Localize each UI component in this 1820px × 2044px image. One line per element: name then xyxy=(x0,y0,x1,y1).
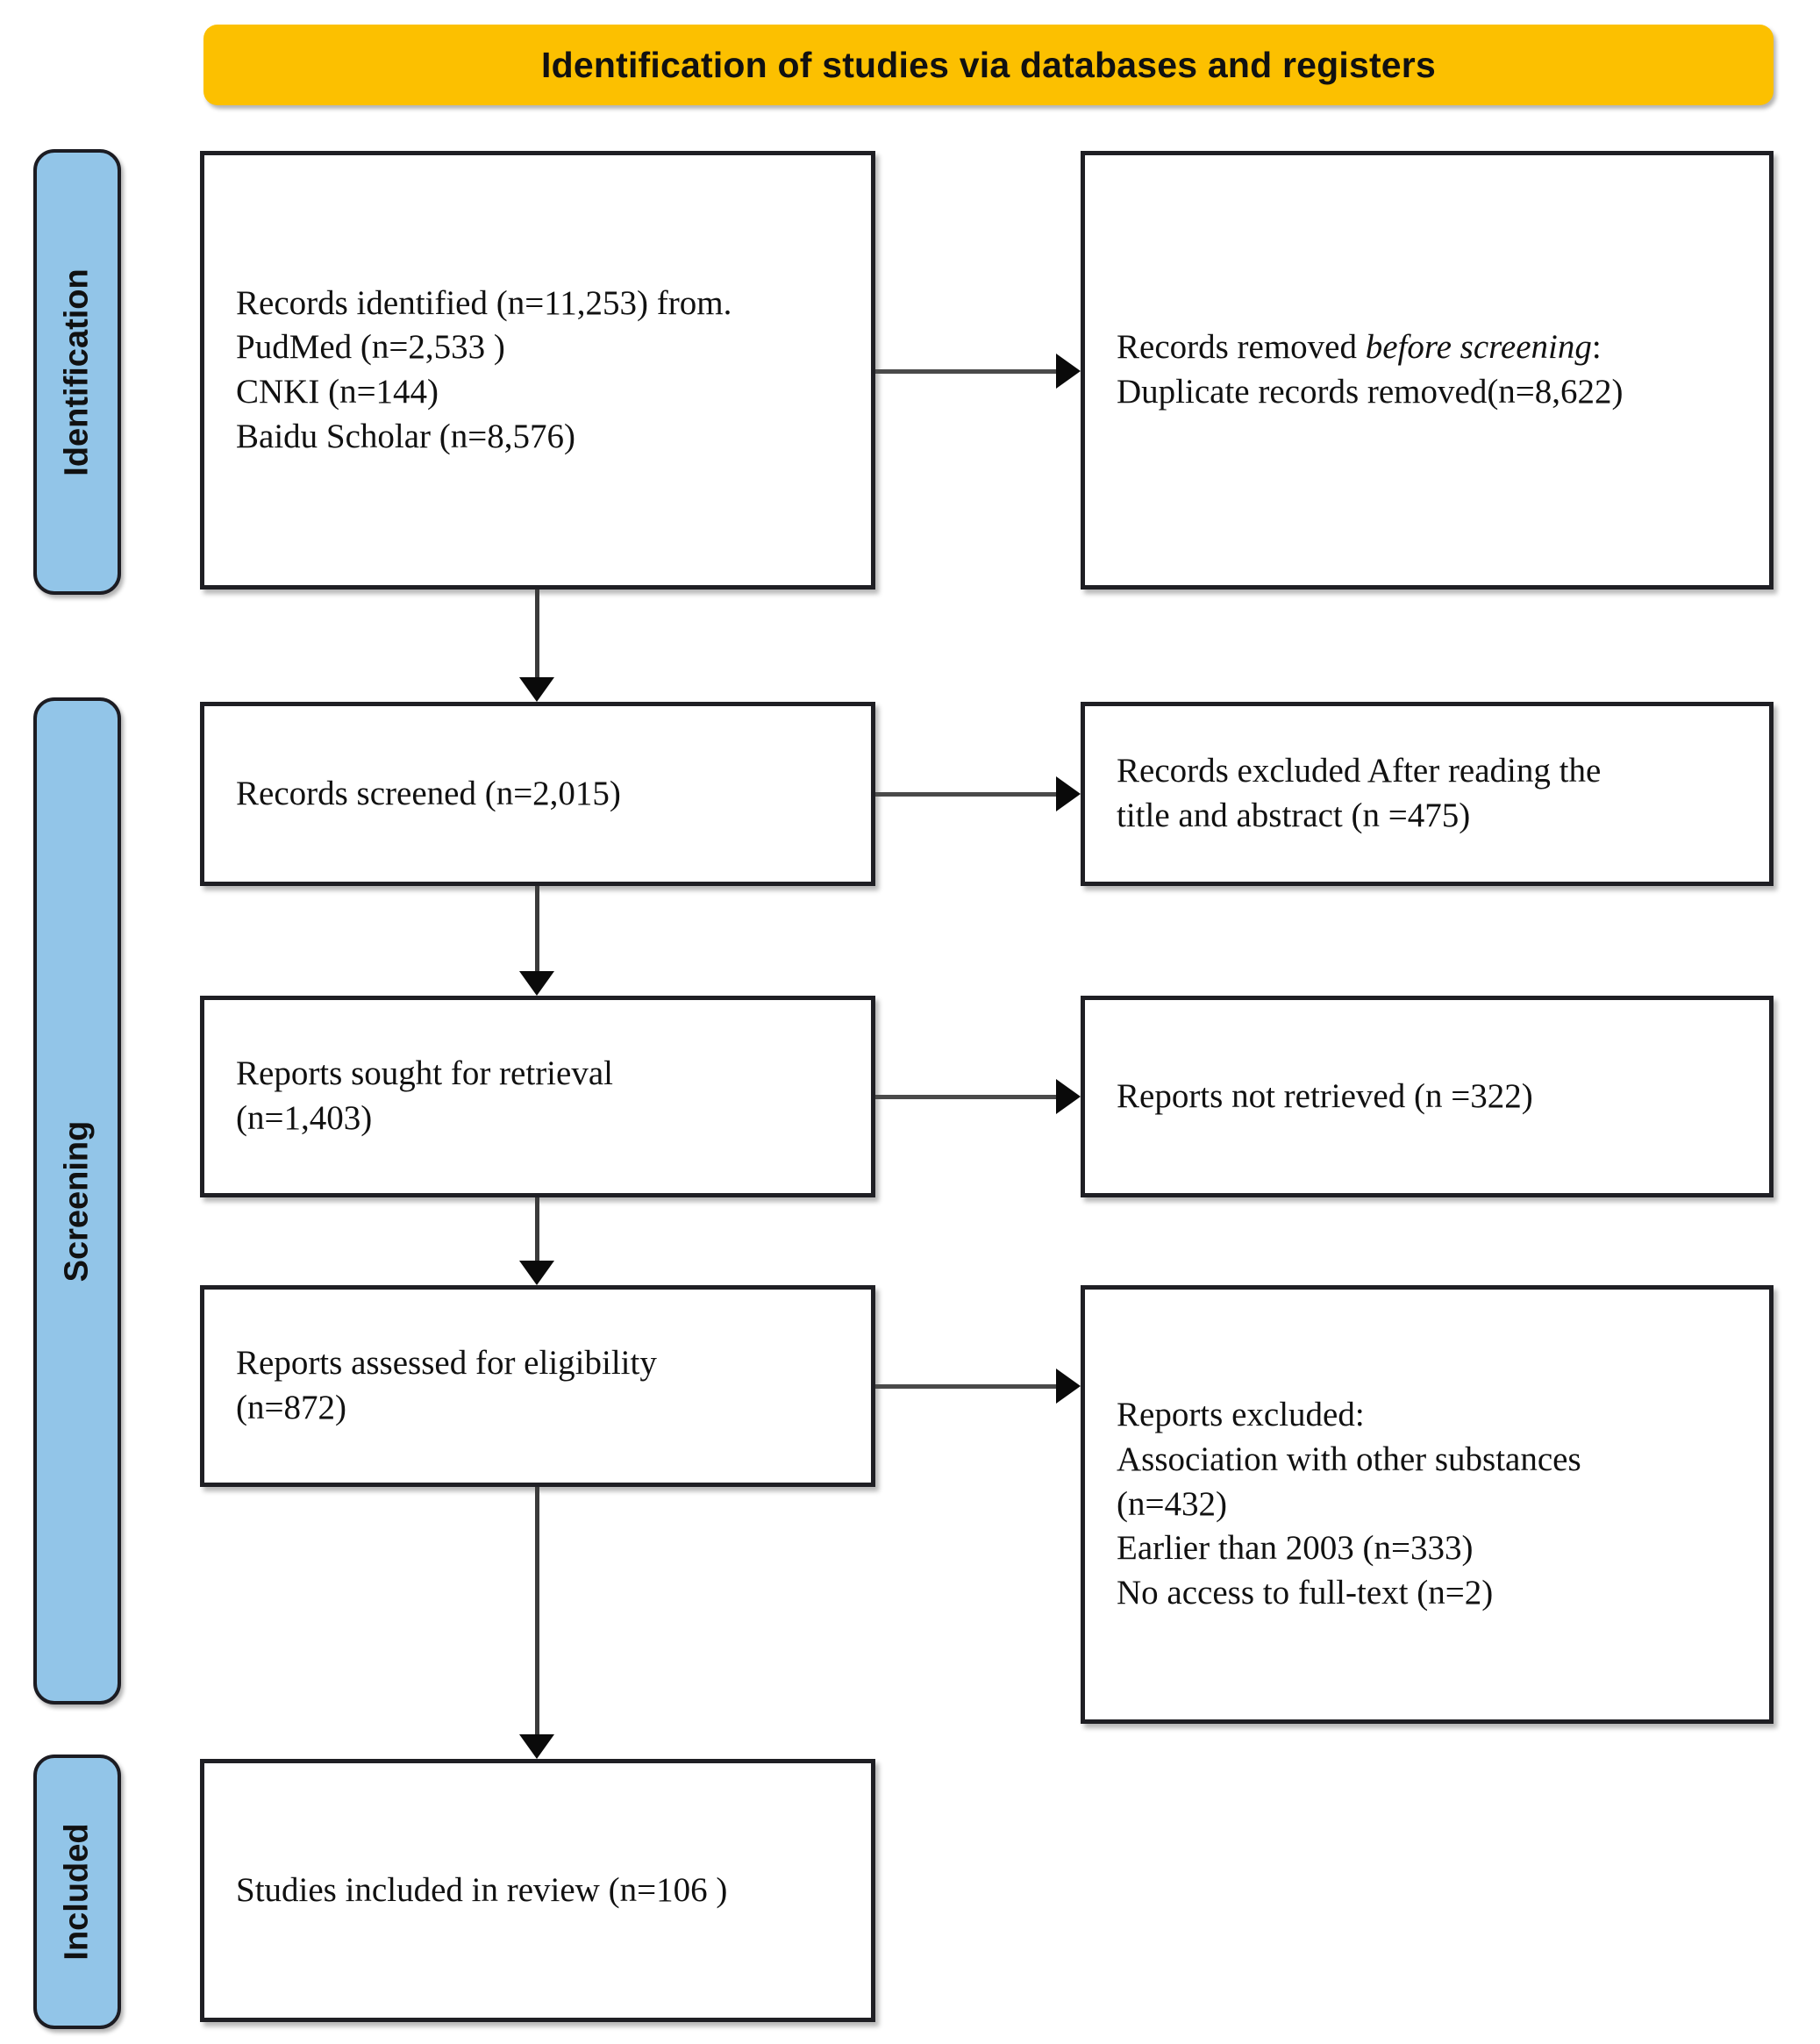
stage-label-included-text: Included xyxy=(58,1823,96,1961)
arrow-sought-to-not-retrieved xyxy=(875,1077,1081,1116)
box-records-screened: Records screened (n=2,015) xyxy=(200,702,875,886)
arrow-head-icon xyxy=(519,677,554,702)
arrow-shaft xyxy=(535,886,539,973)
removed-duplicates-text: Duplicate records removed(n=8,622) xyxy=(1117,373,1624,411)
arrow-sought-to-assessed xyxy=(517,1197,556,1285)
stage-label-identification: Identification xyxy=(33,149,121,595)
box-reports-assessed-for-eligibility: Reports assessed for eligibility (n=872) xyxy=(200,1285,875,1487)
stage-label-screening: Screening xyxy=(33,697,121,1705)
box-reports-not-retrieved-text: Reports not retrieved (n =322) xyxy=(1117,1076,1533,1115)
box-reports-sought-text: Reports sought for retrieval (n=1,403) xyxy=(236,1054,613,1137)
box-studies-included-in-review: Studies included in review (n=106 ) xyxy=(200,1759,875,2022)
arrow-head-icon xyxy=(1056,354,1081,389)
box-reports-assessed-text: Reports assessed for eligibility (n=872) xyxy=(236,1344,657,1426)
box-reports-not-retrieved: Reports not retrieved (n =322) xyxy=(1081,996,1774,1197)
arrow-assessed-to-reports-excluded xyxy=(875,1367,1081,1405)
removed-label-italic: before screening xyxy=(1365,328,1592,367)
box-records-removed-text: Records removed before screening: Duplica… xyxy=(1085,325,1624,414)
arrow-identified-to-screened xyxy=(517,590,556,702)
arrow-head-icon xyxy=(519,1734,554,1759)
arrow-head-icon xyxy=(1056,776,1081,811)
removed-label-plain: Records removed xyxy=(1117,328,1366,367)
arrow-shaft xyxy=(875,1095,1058,1099)
box-reports-sought-for-retrieval: Reports sought for retrieval (n=1,403) xyxy=(200,996,875,1197)
arrow-shaft xyxy=(535,590,539,679)
arrow-head-icon xyxy=(1056,1079,1081,1114)
box-records-identified: Records identified (n=11,253) from. PudM… xyxy=(200,151,875,590)
arrow-shaft xyxy=(875,1384,1058,1389)
stage-label-screening-text: Screening xyxy=(58,1120,96,1282)
removed-label-tail: : xyxy=(1591,328,1602,367)
arrow-shaft xyxy=(875,369,1058,374)
box-records-removed-before-screening: Records removed before screening: Duplica… xyxy=(1081,151,1774,590)
stage-label-included: Included xyxy=(33,1755,121,2029)
arrow-head-icon xyxy=(519,971,554,996)
box-reports-excluded: Reports excluded: Association with other… xyxy=(1081,1285,1774,1724)
stage-label-identification-text: Identification xyxy=(58,268,96,476)
diagram-title: Identification of studies via databases … xyxy=(541,44,1436,85)
arrow-shaft xyxy=(875,792,1058,797)
arrow-head-icon xyxy=(519,1261,554,1285)
arrow-shaft xyxy=(535,1197,539,1262)
box-records-excluded-title-abstract: Records excluded After reading the title… xyxy=(1081,702,1774,886)
arrow-head-icon xyxy=(1056,1369,1081,1404)
diagram-header-banner: Identification of studies via databases … xyxy=(203,25,1774,105)
box-records-excluded-title-abstract-text: Records excluded After reading the title… xyxy=(1117,752,1602,834)
arrow-shaft xyxy=(535,1487,539,1736)
arrow-screened-to-sought xyxy=(517,886,556,996)
arrow-identified-to-removed xyxy=(875,352,1081,390)
box-reports-excluded-text: Reports excluded: Association with other… xyxy=(1117,1396,1581,1612)
box-studies-included-text: Studies included in review (n=106 ) xyxy=(236,1870,728,1909)
box-records-identified-text: Records identified (n=11,253) from. PudM… xyxy=(236,283,732,455)
arrow-assessed-to-included xyxy=(517,1487,556,1759)
box-records-screened-text: Records screened (n=2,015) xyxy=(236,774,621,812)
arrow-screened-to-excluded xyxy=(875,775,1081,813)
